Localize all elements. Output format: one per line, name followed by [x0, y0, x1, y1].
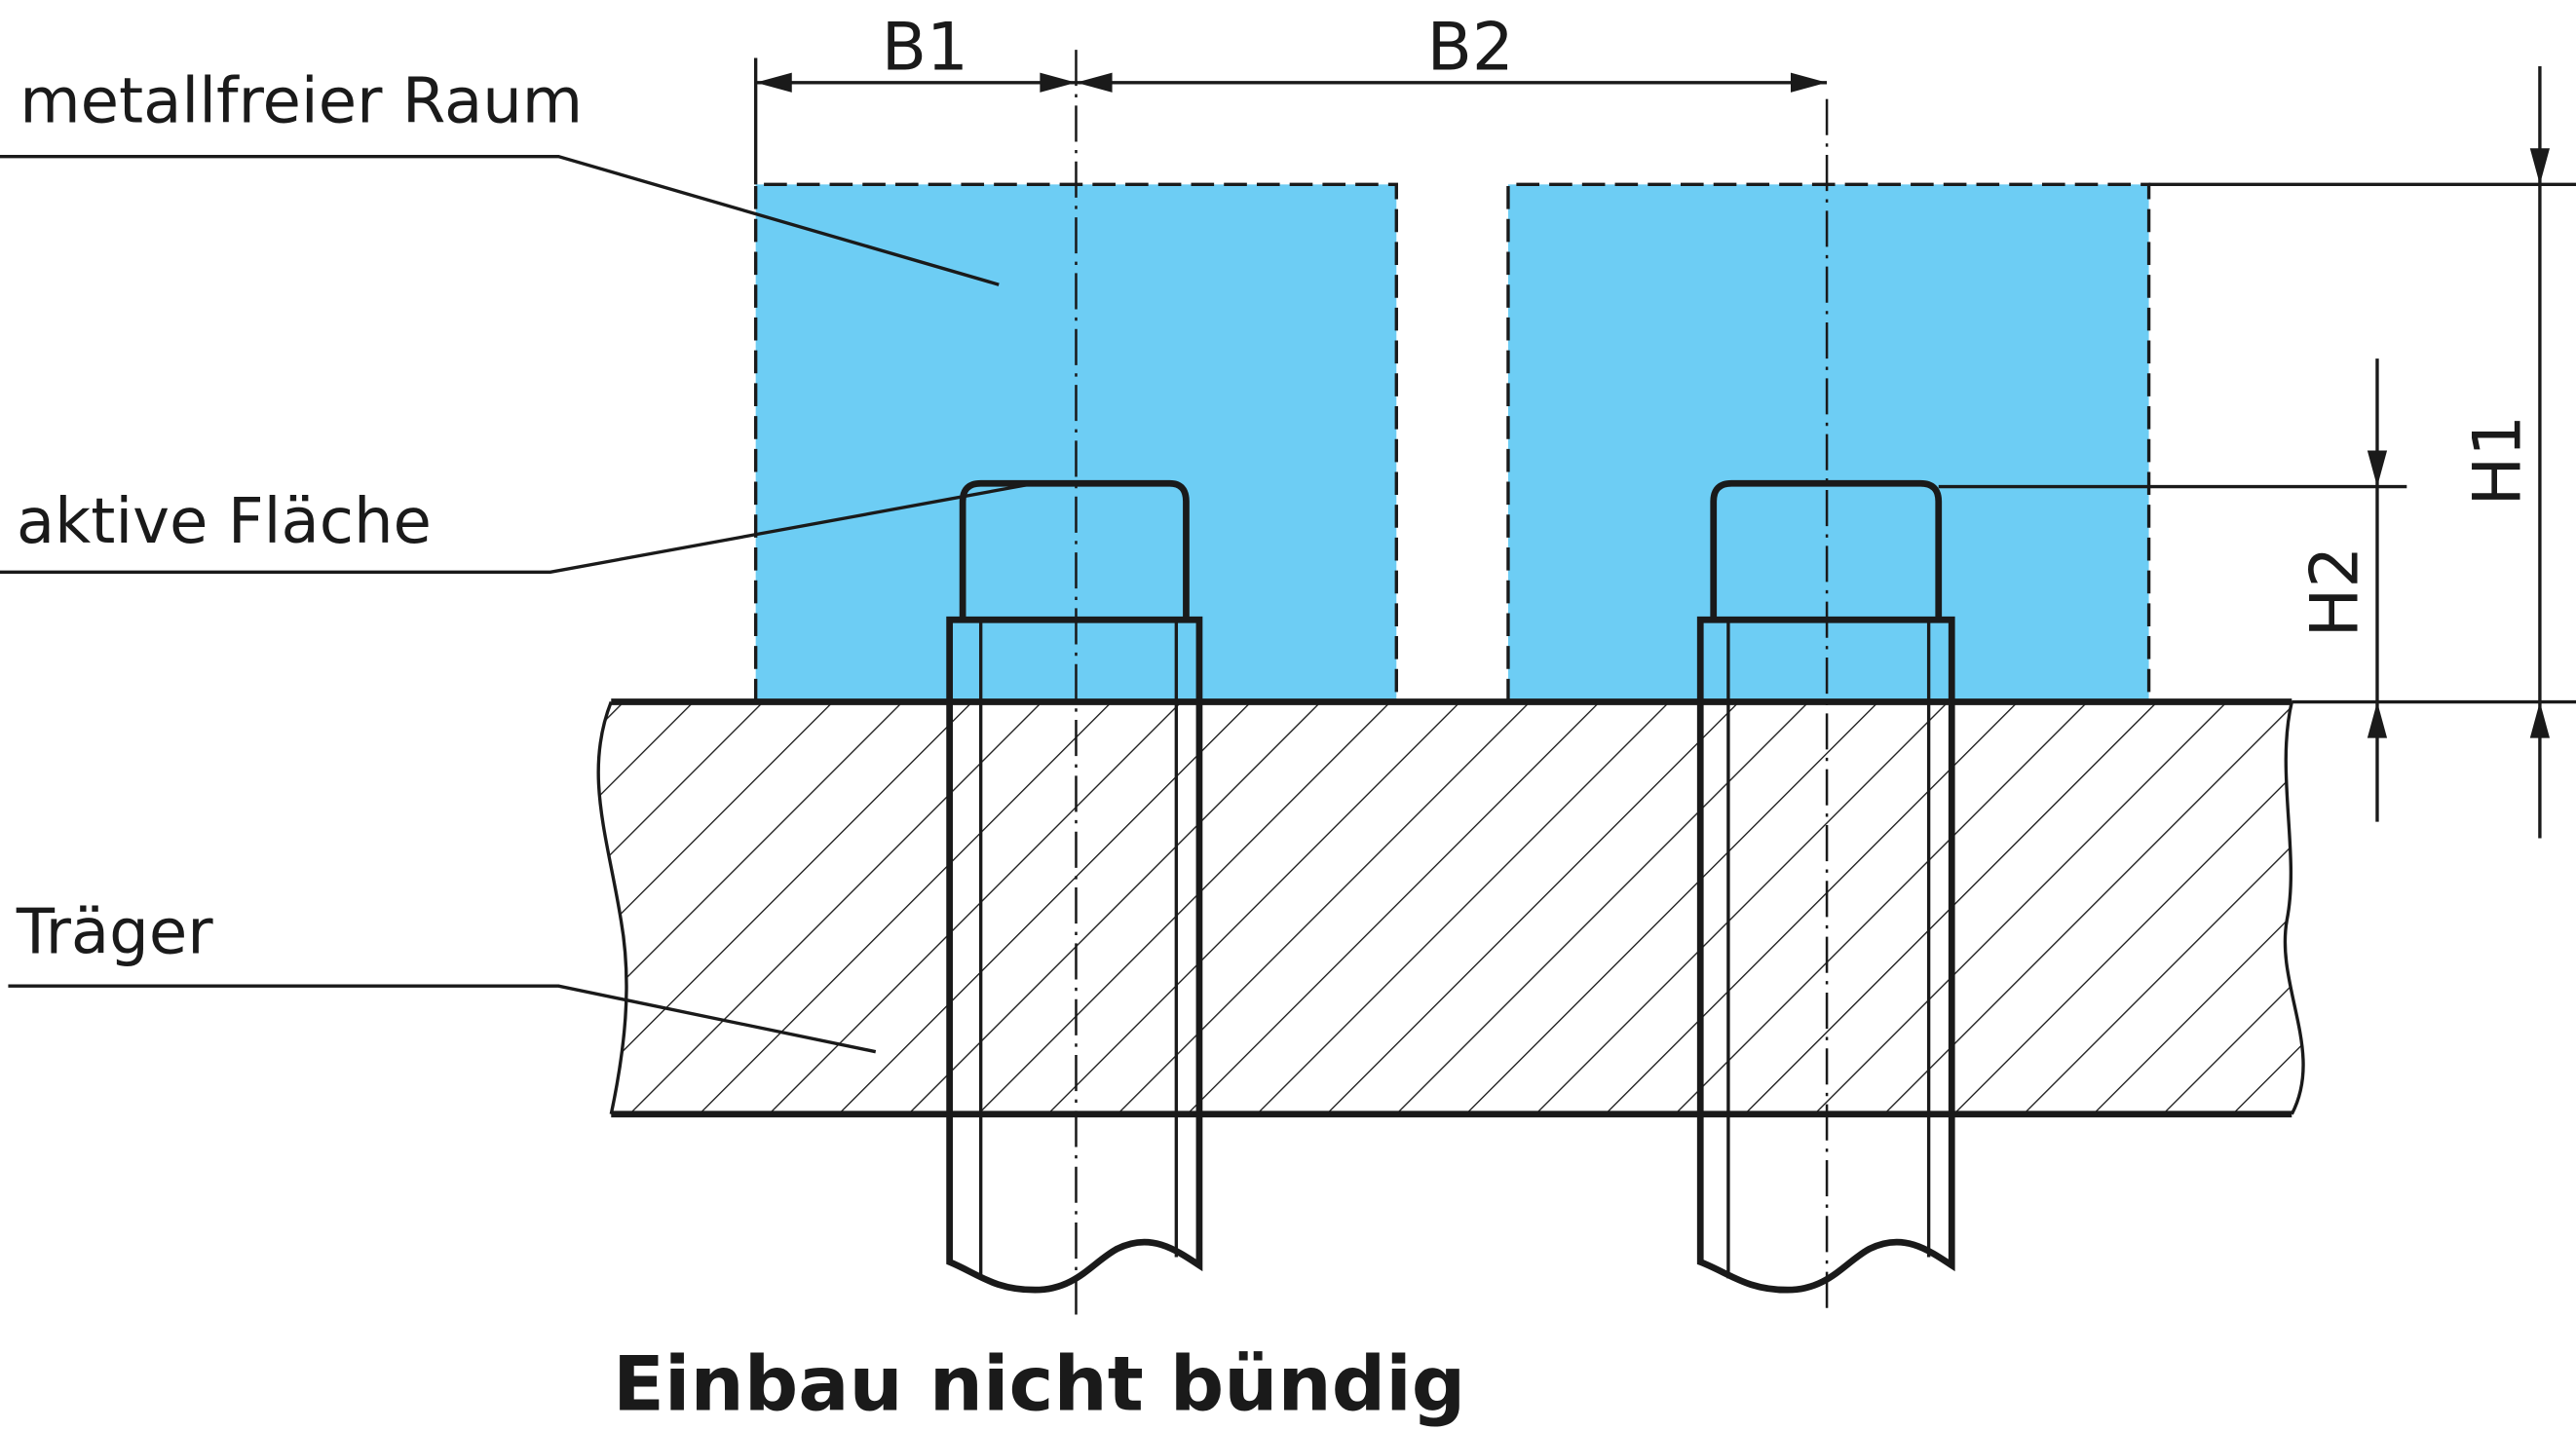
- sensor-left: [946, 479, 1203, 1294]
- dimension-h: H1 H2: [1938, 65, 2576, 839]
- label-metal-free-space: metallfreier Raum: [19, 65, 583, 137]
- dimension-h2-label: H2: [2296, 546, 2373, 638]
- leader-carrier: [8, 984, 877, 1054]
- label-carrier: Träger: [16, 897, 213, 969]
- dimension-b: B1 B2: [753, 8, 1828, 185]
- dimension-b1-label: B1: [882, 8, 968, 85]
- carrier-plate: [596, 698, 2305, 1118]
- dimension-b2-label: B2: [1427, 8, 1514, 85]
- leader-metal-free-space: [0, 154, 1000, 286]
- caption: Einbau nicht bündig: [613, 1340, 1465, 1428]
- dimension-h1-label: H1: [2459, 415, 2536, 507]
- metal-free-zone-right: [1506, 182, 2151, 702]
- leader-active-surface: [0, 481, 1036, 574]
- label-active-surface: aktive Fläche: [17, 486, 432, 558]
- sensor-right: [1696, 479, 1955, 1294]
